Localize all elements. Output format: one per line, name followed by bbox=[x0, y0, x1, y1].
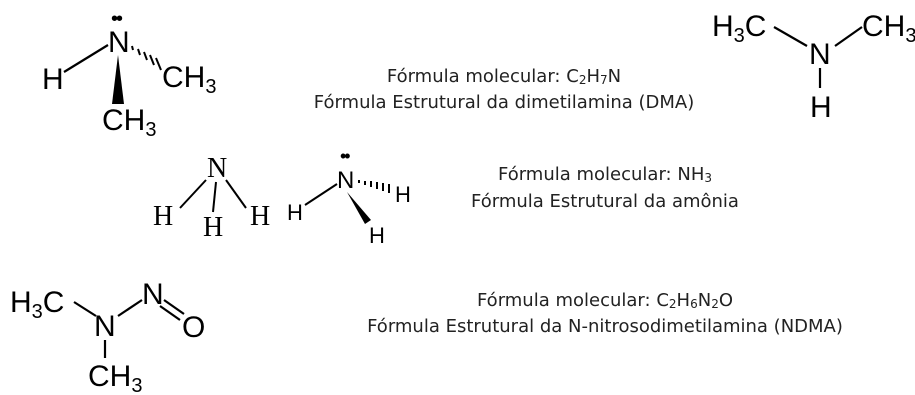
ammonia-planar-nitrogen: N bbox=[207, 153, 227, 184]
ammonia-planar-h-right: H bbox=[250, 201, 270, 232]
formula-part: 2 bbox=[578, 73, 587, 87]
ammonia-planar-bond-left bbox=[179, 179, 207, 209]
ammonia-caption: Fórmula Estrutural da amônia bbox=[471, 191, 739, 212]
ammonia-3d-h-left: H bbox=[287, 200, 303, 225]
dma-3d-structure: •• N H CH3 CH3 bbox=[42, 8, 216, 141]
dma-2d-structure: H3C N CH3 H bbox=[712, 10, 915, 124]
dma-formula-prefix: Fórmula molecular: bbox=[386, 66, 561, 87]
formula-part: H bbox=[676, 290, 691, 311]
ndma-formula: C2H6N2O bbox=[656, 290, 733, 311]
dma-3d-nitrogen: N bbox=[108, 26, 130, 59]
dma-2d-bond-right bbox=[834, 26, 863, 47]
ammonia-3d-bond-left bbox=[304, 183, 338, 206]
formula-part: C bbox=[656, 290, 669, 311]
ndma-h3c: H3C bbox=[10, 286, 64, 323]
ammonia-3d-structure: •• N H H H bbox=[287, 146, 411, 248]
dma-3d-hashed-bond bbox=[131, 45, 162, 71]
ammonia-planar-bond-right bbox=[225, 179, 247, 209]
ndma-ch3: CH3 bbox=[88, 360, 142, 395]
dma-formula-line: Fórmula molecular: C2H7N bbox=[304, 64, 704, 90]
ndma-formula-line: Fórmula molecular: C2H6N2O bbox=[305, 288, 905, 314]
formula-part: 2 bbox=[668, 297, 677, 311]
formula-part: 3 bbox=[704, 171, 712, 185]
dma-3d-bond-n-h bbox=[63, 44, 109, 73]
ammonia-3d-h-right: H bbox=[395, 182, 411, 207]
dma-2d-hydrogen: H bbox=[810, 91, 832, 124]
dma-3d-hydrogen: H bbox=[42, 63, 64, 96]
dma-3d-wedge-bond bbox=[112, 55, 124, 104]
ndma-double-bond-b bbox=[159, 305, 181, 321]
ammonia-planar-bond-center bbox=[212, 181, 217, 213]
formula-part: C bbox=[566, 66, 579, 87]
ndma-caption: Fórmula Estrutural da N-nitrosodimetilam… bbox=[367, 316, 843, 337]
ndma-amine-nitrogen: N bbox=[94, 310, 116, 343]
ammonia-3d-lone-pair: •• bbox=[340, 146, 350, 166]
dma-2d-bond-left bbox=[773, 26, 808, 47]
dma-caption: Fórmula Estrutural da dimetilamina (DMA) bbox=[313, 92, 695, 113]
ndma-oxygen: O bbox=[182, 311, 205, 344]
dma-2d-h3c: H3C bbox=[712, 10, 766, 47]
ammonia-3d-hashed-bond bbox=[358, 180, 390, 193]
ammonia-3d-wedge-bond bbox=[347, 192, 371, 224]
ndma-bond-c-n bbox=[73, 301, 97, 317]
ndma-structure: H3C N N O CH3 bbox=[10, 278, 205, 395]
ammonia-planar-structure: N H H H bbox=[153, 153, 270, 243]
formula-part: 6 bbox=[690, 297, 698, 311]
ammonia-3d-nitrogen: N bbox=[337, 167, 354, 194]
formula-part: N bbox=[697, 290, 712, 311]
dma-3d-ch3-right: CH3 bbox=[162, 61, 216, 98]
ammonia-planar-h-left: H bbox=[153, 201, 173, 232]
formula-part: H bbox=[586, 66, 600, 87]
ndma-formula-prefix: Fórmula molecular: bbox=[476, 290, 651, 311]
ammonia-formula-prefix: Fórmula molecular: bbox=[498, 164, 672, 185]
dma-3d-ch3-bottom: CH3 bbox=[102, 104, 156, 141]
ndma-nitroso-nitrogen: N bbox=[142, 278, 164, 311]
dma-formula: C2H7N bbox=[566, 66, 621, 87]
formula-part: 7 bbox=[600, 73, 608, 87]
ammonia-formula-line: Fórmula molecular: NH3 bbox=[430, 162, 780, 188]
formula-part: N bbox=[607, 66, 622, 87]
ndma-bond-n-n bbox=[117, 299, 143, 317]
ammonia-formula: NH3 bbox=[677, 164, 712, 185]
dma-2d-nitrogen: N bbox=[809, 38, 831, 71]
dma-2d-ch3: CH3 bbox=[862, 10, 915, 47]
ndma-double-bond-a bbox=[163, 299, 185, 315]
ammonia-3d-h-bottom: H bbox=[369, 223, 385, 248]
formula-part: NH bbox=[677, 164, 705, 185]
ammonia-planar-h-center: H bbox=[203, 212, 223, 243]
formula-part: O bbox=[718, 290, 734, 311]
formula-part: 2 bbox=[711, 297, 719, 311]
